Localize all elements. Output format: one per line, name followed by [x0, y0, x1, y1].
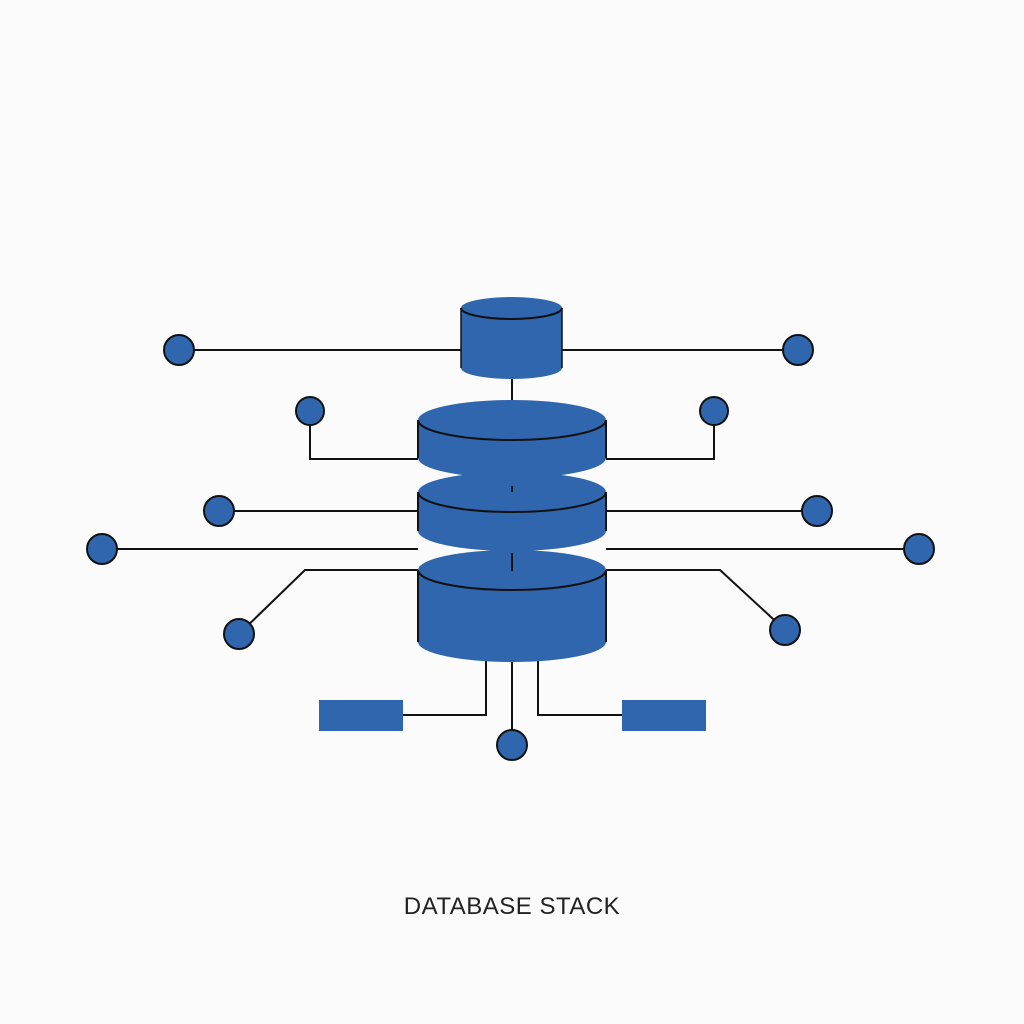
cylinder-top-rim: [460, 307, 563, 320]
storage-blocks: [319, 700, 706, 731]
connector-upper-left: [309, 411, 418, 460]
cylinder-top-base: [461, 357, 562, 379]
connector-upper-right: [606, 411, 715, 460]
connector-bottom-left: [402, 660, 487, 716]
cylinder-middle: [417, 472, 607, 551]
cylinder-upper-rim: [417, 419, 607, 458]
cylinder-middle-base: [418, 511, 606, 551]
node-upper-right: [699, 396, 729, 426]
connector-lower-right: [606, 569, 786, 631]
network-nodes: [86, 334, 935, 761]
connector-lower-left: [238, 569, 418, 635]
storage-block-left: [319, 700, 403, 731]
node-middle-right: [801, 495, 833, 527]
node-top-right: [782, 334, 814, 366]
cylinder-upper: [417, 400, 607, 478]
connector-lines: [102, 349, 919, 745]
cylinder-upper-lid: [418, 400, 606, 440]
node-top-left: [163, 334, 195, 366]
node-lower-right: [769, 614, 801, 646]
cylinder-top: [460, 297, 563, 379]
node-lower-left: [223, 618, 255, 650]
cylinder-top-lid: [461, 297, 562, 319]
cylinder-lower-rim: [417, 569, 607, 642]
cylinder-middle-rim: [417, 491, 607, 531]
cylinder-lower-base: [418, 622, 606, 662]
node-upper-left: [295, 396, 325, 426]
node-bottom-center: [496, 729, 528, 761]
node-middle-left: [203, 495, 235, 527]
cylinder-upper-base: [418, 438, 606, 478]
node-wide-right: [903, 533, 935, 565]
storage-block-right: [622, 700, 706, 731]
diagram-caption: DATABASE STACK: [403, 893, 621, 920]
connector-bottom-right: [537, 660, 622, 716]
node-wide-left: [86, 533, 118, 565]
